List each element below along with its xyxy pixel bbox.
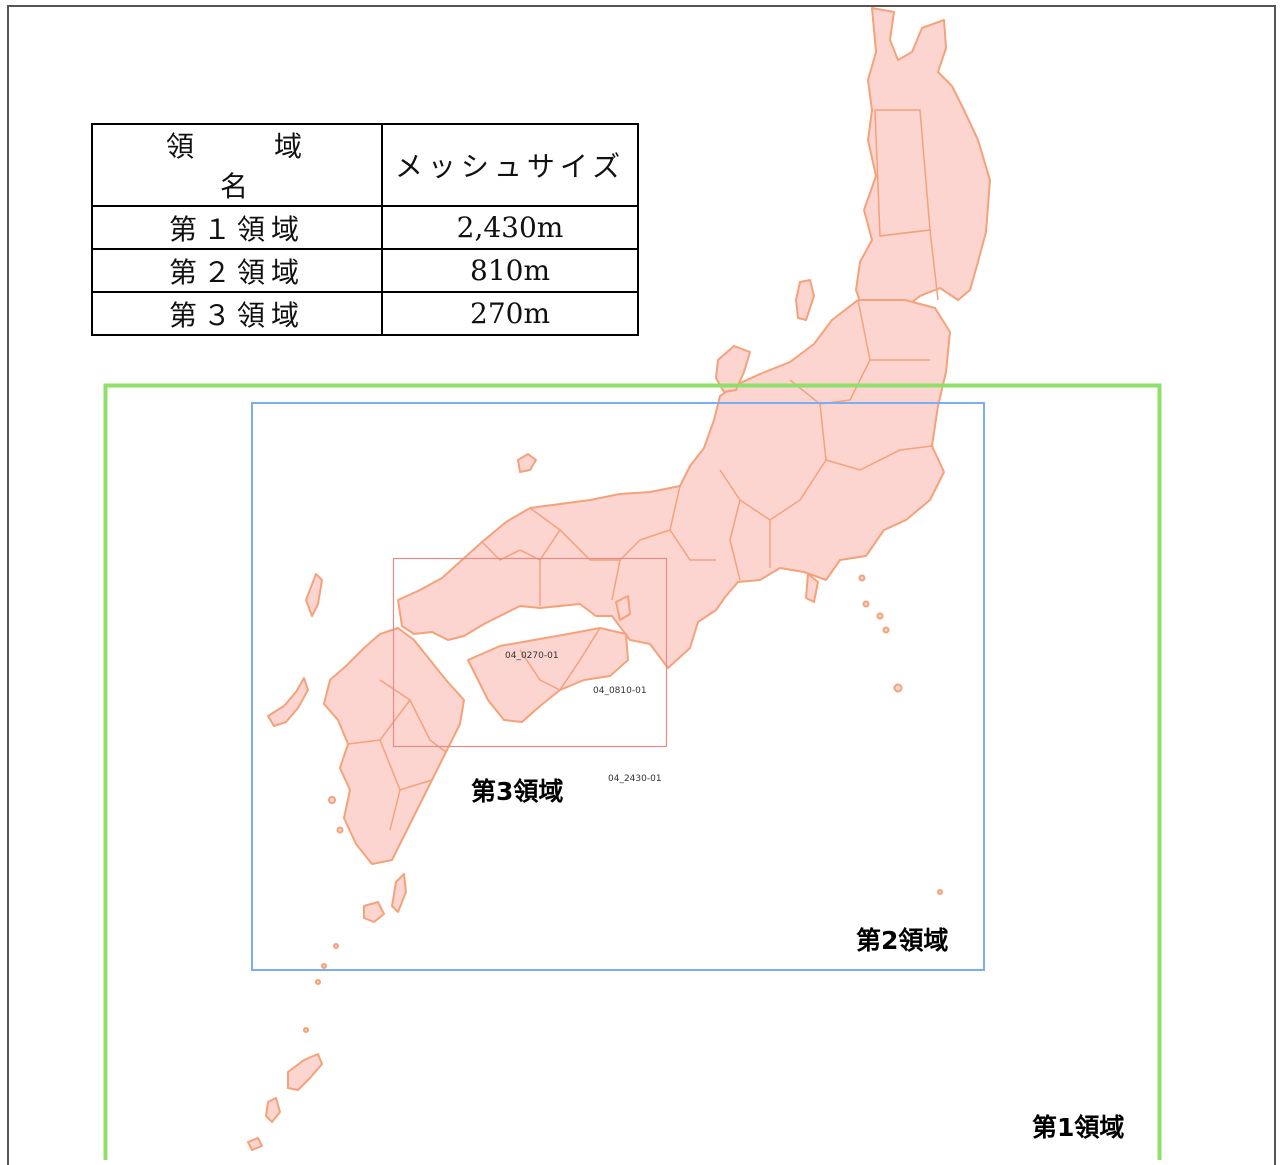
code-label-0810: 04_0810-01: [593, 686, 647, 696]
region1-label: 第1領域: [1032, 1113, 1125, 1142]
region1-boundary: [103, 383, 1162, 1160]
okinawa-island: [265, 1097, 281, 1123]
row2-region-name: 第２領域: [91, 248, 383, 293]
prefecture-boundaries: [347, 109, 939, 831]
tanegashima-island: [391, 873, 407, 913]
table-row: 第１領域 2,430m: [91, 205, 639, 250]
shikoku-island: [467, 627, 629, 723]
far-islet: [937, 889, 943, 895]
izu-islet-4: [882, 626, 890, 634]
oki-islands: [517, 453, 537, 473]
awaji-island: [615, 595, 631, 621]
izu-peninsula: [805, 573, 819, 603]
header-region-name: 領 域 名: [91, 123, 383, 207]
tokara-islet-2: [321, 963, 327, 969]
row3-mesh-size: 270m: [381, 291, 639, 336]
tsushima-island: [305, 573, 323, 617]
row1-mesh-size: 2,430m: [381, 205, 639, 250]
row1-region-name: 第１領域: [91, 205, 383, 250]
south-islet: [247, 1137, 263, 1151]
honshu-island: [397, 299, 951, 669]
region3-label: 第3領域: [471, 777, 564, 806]
izu-islet-3: [876, 612, 884, 620]
kyushu-islet-1: [328, 796, 336, 804]
table-row: 第３領域 270m: [91, 291, 639, 336]
izu-islet-2: [862, 600, 870, 608]
mesh-size-table: 領 域 名 メッシュサイズ 第１領域 2,430m 第２領域 810m 第３領域…: [91, 123, 639, 336]
region2-boundary: [251, 402, 985, 971]
hachijo-islet: [893, 683, 903, 693]
region3-boundary: [392, 557, 668, 748]
sado-island: [795, 279, 815, 321]
kyushu-islet-2: [336, 826, 344, 834]
goto-islands: [267, 677, 309, 727]
header-mesh-size: メッシュサイズ: [381, 123, 639, 207]
tokara-islet-3: [315, 979, 321, 985]
row2-mesh-size: 810m: [381, 248, 639, 293]
row3-region-name: 第３領域: [91, 291, 383, 336]
noto-peninsula: [715, 345, 751, 393]
amami-island: [287, 1053, 323, 1091]
region2-label: 第2領域: [856, 926, 949, 955]
hokkaido-island: [855, 7, 991, 331]
tokara-islet-4: [303, 1027, 309, 1033]
code-label-0270: 04_0270-01: [505, 651, 559, 661]
japan-landmass: [247, 7, 991, 1151]
code-label-2430: 04_2430-01: [608, 774, 662, 784]
izu-islet-1: [858, 574, 866, 582]
tokara-islet-1: [333, 943, 339, 949]
table-header-row: 領 域 名 メッシュサイズ: [91, 123, 639, 207]
table-row: 第２領域 810m: [91, 248, 639, 293]
yakushima-island: [363, 901, 385, 923]
